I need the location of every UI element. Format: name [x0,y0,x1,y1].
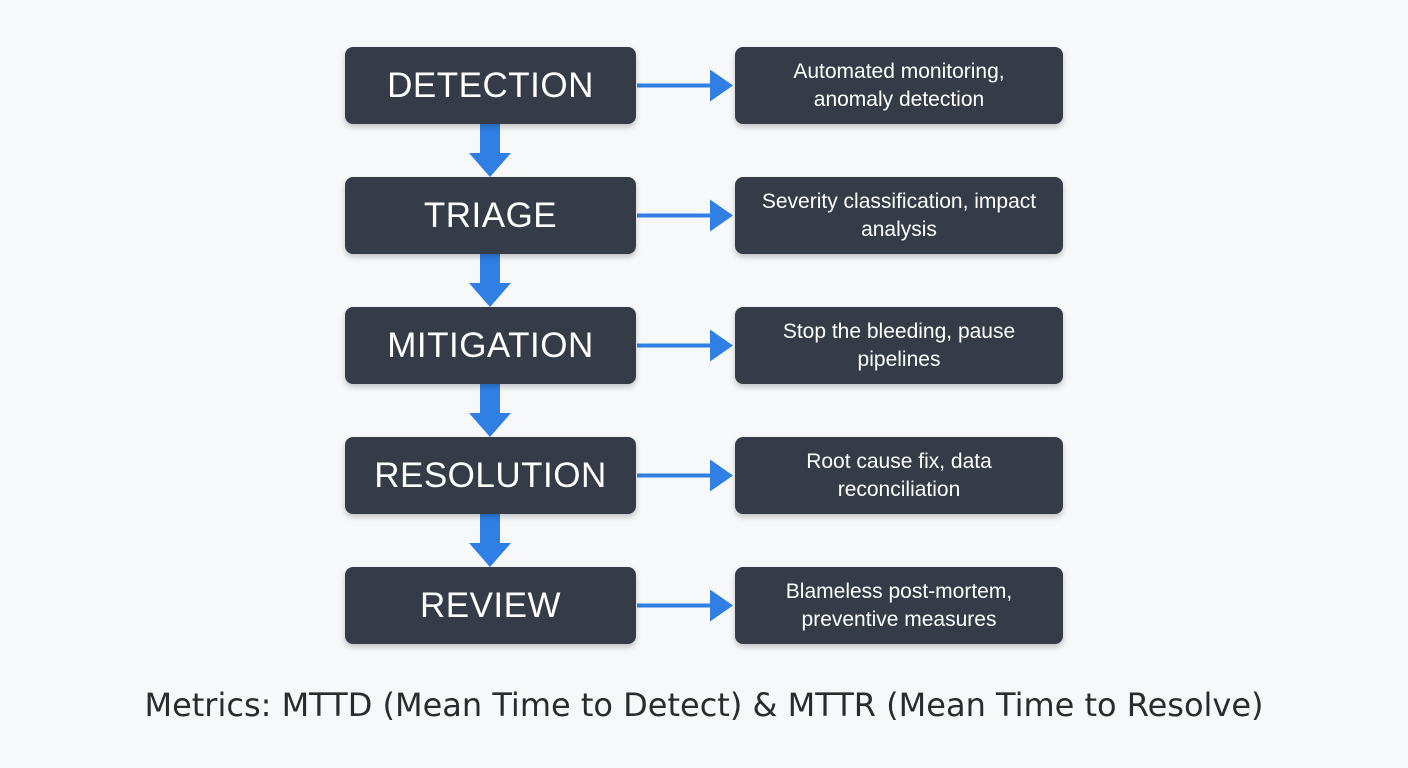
description-box-mitigation: Stop the bleeding, pause pipelines [735,307,1063,384]
stage-box-review: REVIEW [345,567,636,644]
down-arrow-shaft-3 [480,514,500,543]
description-label-review: Blameless post-mortem, preventive measur… [785,579,1013,631]
right-arrow-head-3 [710,459,733,492]
right-arrow-head-0 [710,69,733,102]
stage-label-mitigation: MITIGATION [387,325,594,365]
description-label-mitigation: Stop the bleeding, pause pipelines [782,319,1016,371]
stage-label-triage: TRIAGE [423,195,558,235]
down-arrow-shaft-2 [480,384,500,413]
down-arrow-head-3 [469,543,511,567]
stage-box-resolution: RESOLUTION [345,437,636,514]
description-box-review: Blameless post-mortem, preventive measur… [735,567,1063,644]
stage-box-mitigation: MITIGATION [345,307,636,384]
stage-label-detection: DETECTION [387,65,594,105]
description-label-resolution: Root cause fix, data reconciliation [806,449,992,501]
right-arrow-head-4 [710,589,733,622]
metrics-footer: Metrics: MTTD (Mean Time to Detect) & MT… [144,686,1264,724]
down-arrow-head-2 [469,413,511,437]
right-arrow-head-2 [710,329,733,362]
down-arrow-shaft-1 [480,254,500,283]
down-arrow-head-1 [469,283,511,307]
description-box-triage: Severity classification, impact analysis [735,177,1063,254]
description-box-detection: Automated monitoring, anomaly detection [735,47,1063,124]
description-label-detection: Automated monitoring, anomaly detection [793,59,1005,111]
stage-box-detection: DETECTION [345,47,636,124]
stage-label-review: REVIEW [419,585,562,625]
down-arrow-head-0 [469,153,511,177]
description-box-resolution: Root cause fix, data reconciliation [735,437,1063,514]
right-arrow-head-1 [710,199,733,232]
stage-label-resolution: RESOLUTION [374,455,607,495]
down-arrow-shaft-0 [480,124,500,153]
description-label-triage: Severity classification, impact analysis [761,189,1037,241]
stage-box-triage: TRIAGE [345,177,636,254]
